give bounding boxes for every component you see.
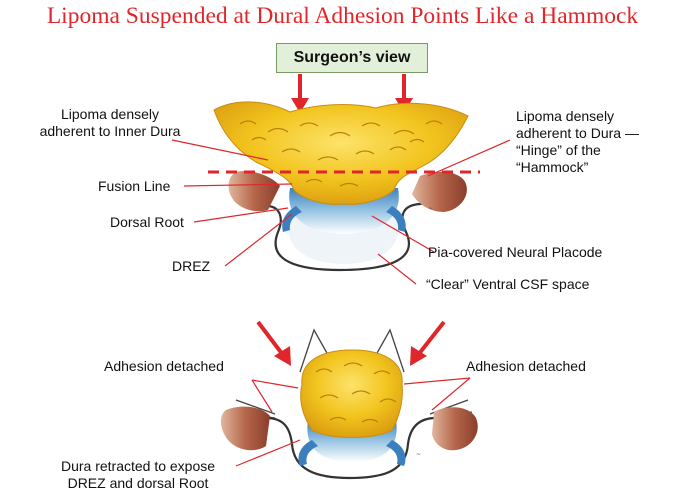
label-lipoma-adherent-inner-dura: Lipoma densely adherent to Inner Dura	[39, 106, 181, 139]
lipoma-texture-bottom	[315, 362, 397, 423]
label-neural-placode: Pia-covered Neural Placode	[428, 244, 603, 260]
lipoma-texture-top	[239, 120, 443, 187]
label-dorsal-root: Dorsal Root	[110, 214, 184, 230]
arrow-bottom-right	[410, 320, 446, 366]
label-adhesion-detached-left: Adhesion detached	[104, 358, 224, 374]
leader-drez	[224, 213, 293, 267]
surgeon-view-arrow-left	[291, 74, 309, 113]
label-dura-retracted: Dura retracted to expose DREZ and dorsal…	[60, 458, 216, 491]
leader-detached-left-2	[251, 379, 273, 413]
leader-csf	[377, 253, 417, 285]
label-drez: DREZ	[172, 258, 211, 274]
leader-detached-right-1	[403, 377, 471, 385]
dorsal-root-right-bottom	[386, 440, 406, 466]
dura-leaf-right-top	[412, 171, 467, 212]
leader-dorsal-root	[193, 207, 289, 223]
dorsal-root-left-top	[282, 206, 302, 232]
figure-title: Lipoma Suspended at Dural Adhesion Point…	[46, 3, 639, 29]
lipoma-top	[213, 101, 469, 205]
label-lipoma-hinge: Lipoma densely adherent to Dura — “Hinge…	[516, 108, 639, 175]
dura-leaf-right-bottom	[432, 407, 478, 451]
leader-fusion-line	[183, 183, 293, 187]
leader-detached-right-2	[431, 377, 471, 411]
dura-sac-bottom	[265, 416, 437, 480]
leader-right-hinge	[427, 139, 511, 177]
dura-leaf-left-top	[228, 170, 280, 212]
leader-placode	[371, 215, 435, 253]
artist-signature-top: ~	[428, 205, 433, 212]
leader-detached-left-1	[251, 379, 299, 389]
artist-signature-bottom: ~	[416, 451, 421, 458]
label-fusion-line: Fusion Line	[98, 178, 171, 194]
dorsal-root-right-top	[386, 206, 406, 232]
dura-leaf-left-bottom	[220, 406, 270, 451]
dorsal-root-left-bottom	[298, 440, 318, 466]
label-ventral-csf-space: “Clear” Ventral CSF space	[426, 276, 590, 292]
surgeon-view-label: Surgeon’s view	[276, 43, 428, 73]
leader-retracted	[235, 439, 301, 467]
arrow-bottom-left	[256, 320, 291, 366]
leader-left-adherent	[171, 139, 269, 161]
label-adhesion-detached-right: Adhesion detached	[466, 358, 586, 374]
